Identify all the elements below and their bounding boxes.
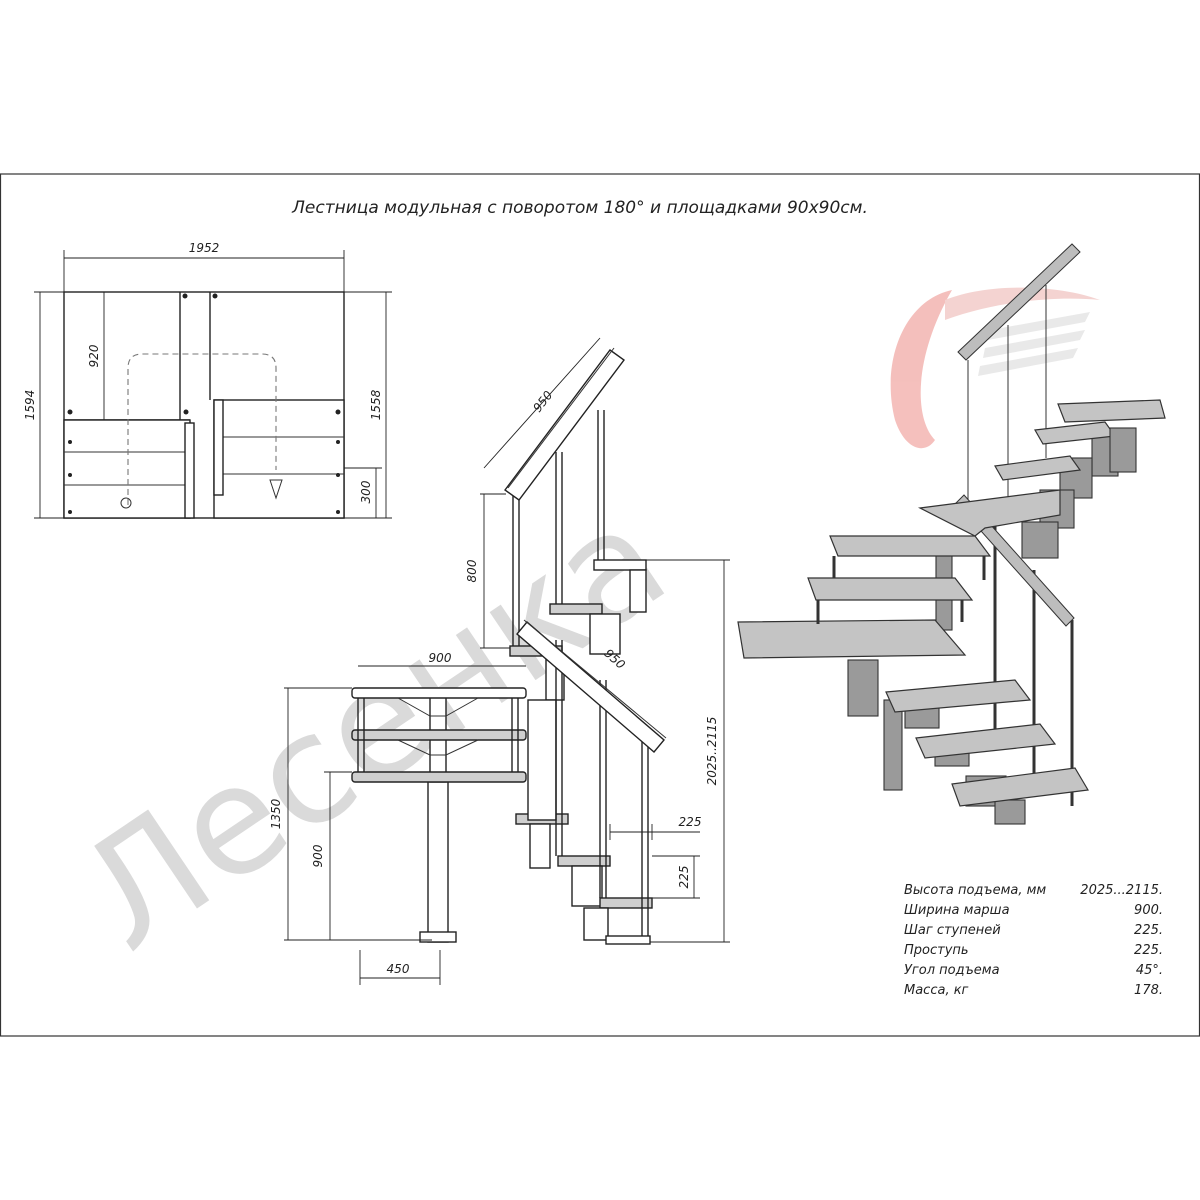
spec-value-angle: 45°. (1136, 963, 1163, 978)
spec-value-march-width: 900. (1134, 903, 1163, 918)
spec-value-lift-height: 2025...2115. (1080, 883, 1163, 898)
spec-label-lift-height: Высота подъема, мм (904, 883, 1046, 898)
side-dim-post: 800 (465, 559, 479, 582)
drawing-title: Лестница модульная с поворотом 180° и пл… (291, 198, 868, 218)
brand-logo-icon (890, 287, 1100, 449)
spec-value-step-pitch: 225. (1134, 923, 1163, 938)
side-dim-tread: 225 (679, 815, 702, 829)
spec-label-mass: Масса, кг (904, 983, 969, 998)
side-dim-lower-height: 900 (311, 844, 325, 867)
plan-dim-step: 300 (359, 480, 373, 503)
spec-table: Высота подъема, мм 2025...2115. Ширина м… (904, 883, 1163, 998)
spec-label-march-width: Ширина марша (904, 903, 1010, 918)
spec-value-mass: 178. (1134, 983, 1163, 998)
spec-label-step-pitch: Шаг ступеней (904, 923, 1001, 938)
plan-dim-width: 1952 (189, 241, 220, 255)
plan-dim-height-right: 1558 (369, 389, 383, 420)
side-dim-riser: 225 (677, 866, 691, 889)
side-dim-base: 450 (387, 962, 410, 976)
staircase-3d-view (737, 243, 1166, 825)
spec-label-tread: Проступь (904, 943, 969, 958)
plan-view (34, 250, 392, 519)
side-dim-total-height: 2025..2115 (705, 717, 719, 786)
plan-dim-landing: 920 (87, 344, 101, 367)
spec-value-tread: 225. (1134, 943, 1163, 958)
plan-dim-height-left: 1594 (23, 390, 37, 421)
side-dim-landing-height: 1350 (269, 798, 283, 829)
side-view (284, 337, 730, 985)
side-dim-landing-width: 900 (429, 651, 452, 665)
arrow-down-icon (269, 479, 283, 500)
spec-label-angle: Угол подъема (904, 963, 1000, 978)
